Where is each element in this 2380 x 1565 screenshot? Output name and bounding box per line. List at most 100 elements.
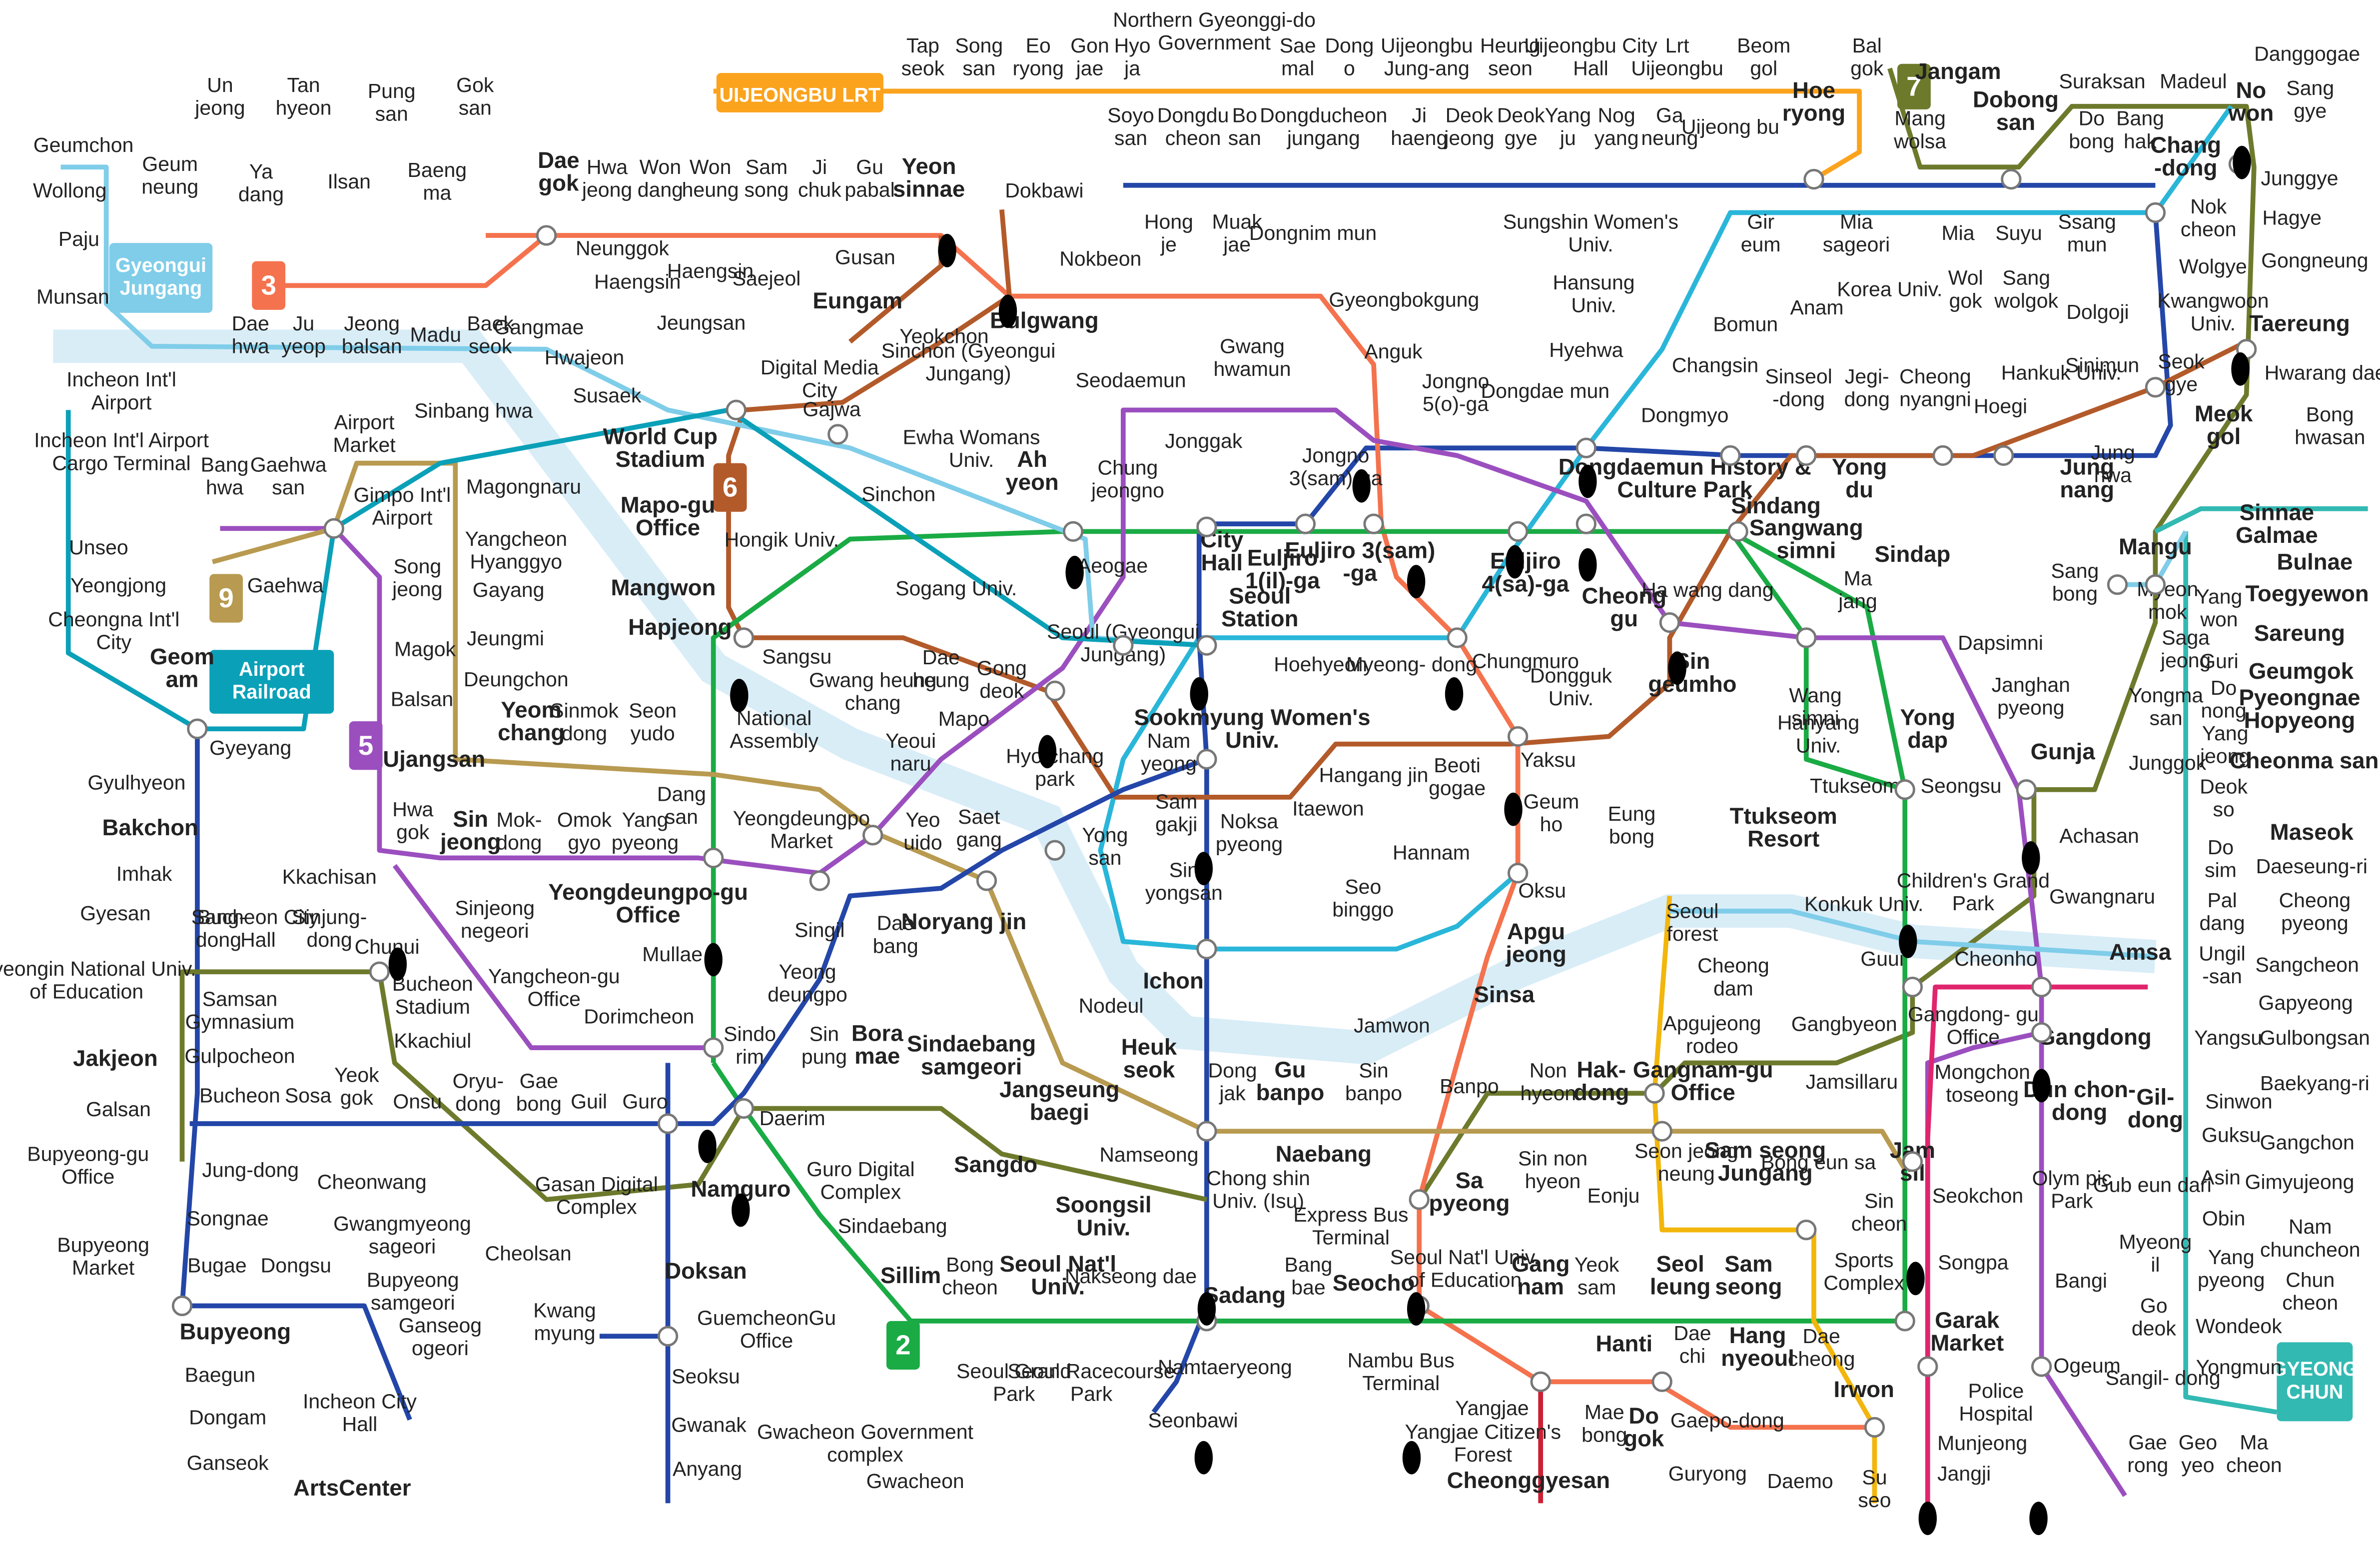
line7-badge-label: 7	[1906, 71, 1921, 102]
station-label: Ogeum	[2054, 1354, 2121, 1377]
line9-segment	[211, 460, 1907, 1171]
interchange-node	[1530, 1371, 1551, 1393]
station-marker	[1038, 735, 1057, 769]
interchange-node	[1409, 1189, 1430, 1210]
station-label: Noryang jin	[901, 909, 1027, 934]
station-label: Gub eun dari	[2093, 1174, 2212, 1197]
station-label: Gulpocheon	[184, 1044, 295, 1067]
station-label: Hannam	[1393, 841, 1470, 864]
station-label: Madu	[410, 323, 462, 346]
station-label: Sogang Univ.	[895, 577, 1017, 600]
station-label: Gwacheon	[866, 1470, 964, 1493]
station-label: Korea Univ.	[1837, 277, 1942, 300]
station-label: Seodaemun	[1075, 369, 1186, 392]
station-label: Suyu	[1995, 221, 2042, 244]
station-label: Anyang	[673, 1458, 742, 1481]
station-label: Susaek	[573, 384, 642, 407]
station-marker	[698, 1130, 717, 1163]
station-label: Hoehyeon	[1274, 653, 1367, 676]
station-label: Dongdaemun History &Culture Park	[1559, 454, 1811, 502]
station-label: Ha wang dang	[1641, 578, 1773, 601]
uijeongbu-segment	[713, 88, 1862, 181]
station-label: Gangmae	[494, 315, 584, 338]
gyeongchun-segment	[2183, 531, 2278, 1415]
station-label: Gyeyang	[209, 736, 291, 759]
interchange-node	[703, 1037, 724, 1058]
interchange-node	[809, 870, 830, 891]
station-label: Yangjae	[1455, 1397, 1529, 1420]
station-label: Ungil-san	[2199, 942, 2245, 988]
station-label: Gyeongin National Univ.of Education	[0, 957, 196, 1003]
station-label: Cheonma san	[2230, 748, 2379, 773]
station-label: Munjeong	[1937, 1432, 2027, 1455]
station-label: Achasan	[2059, 824, 2139, 847]
station-label: Onsu	[393, 1090, 442, 1113]
interchange-node	[1651, 1371, 1672, 1393]
station-label: Uijeong bu	[1681, 115, 1779, 138]
interchange-node	[1507, 863, 1529, 884]
interchange-node	[1295, 513, 1316, 534]
station-label: Seocho	[1333, 1270, 1415, 1296]
station-label: Daerim	[760, 1107, 825, 1130]
station-label: Imhak	[116, 862, 172, 885]
station-marker	[2022, 841, 2040, 875]
station-label: Hyehwa	[1549, 338, 1623, 361]
station-label: Banpo	[1440, 1075, 1499, 1098]
station-label: Sinsa	[1474, 982, 1535, 1007]
uijeongbu-badge: UIJEONGBU LRT	[716, 72, 883, 112]
interchange-node	[1651, 1121, 1672, 1142]
station-label: Guksu	[2202, 1123, 2261, 1146]
station-label: Cheonwang	[317, 1171, 427, 1194]
station-label: Seoul Nat'l Univ.of Education	[1390, 1246, 1540, 1292]
station-label: Yongmun	[2196, 1356, 2282, 1379]
interchange-node	[1727, 521, 1748, 542]
station-label: Jegi-dong	[1844, 365, 1890, 411]
station-label: Nodeul	[1079, 994, 1144, 1017]
